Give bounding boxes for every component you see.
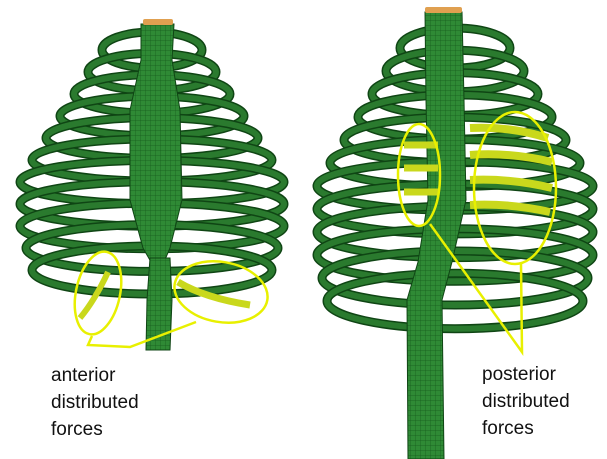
posterior-caption-line-2: distributed — [482, 388, 570, 415]
anterior-caption-line-1: anterior — [51, 362, 139, 389]
posterior-spine-cap — [425, 7, 462, 13]
anterior-spine-cap — [143, 19, 173, 25]
anterior-leader-line — [88, 322, 196, 347]
posterior-caption-line-3: forces — [482, 415, 570, 442]
sternum — [130, 24, 182, 262]
posterior-forces-caption: posterior distributed forces — [482, 361, 570, 442]
anterior-rib-cage — [20, 19, 284, 350]
anterior-caption-line-3: forces — [51, 416, 139, 443]
anterior-forces-caption: anterior distributed forces — [51, 362, 139, 443]
anterior-caption-line-2: distributed — [51, 389, 139, 416]
posterior-caption-line-1: posterior — [482, 361, 570, 388]
